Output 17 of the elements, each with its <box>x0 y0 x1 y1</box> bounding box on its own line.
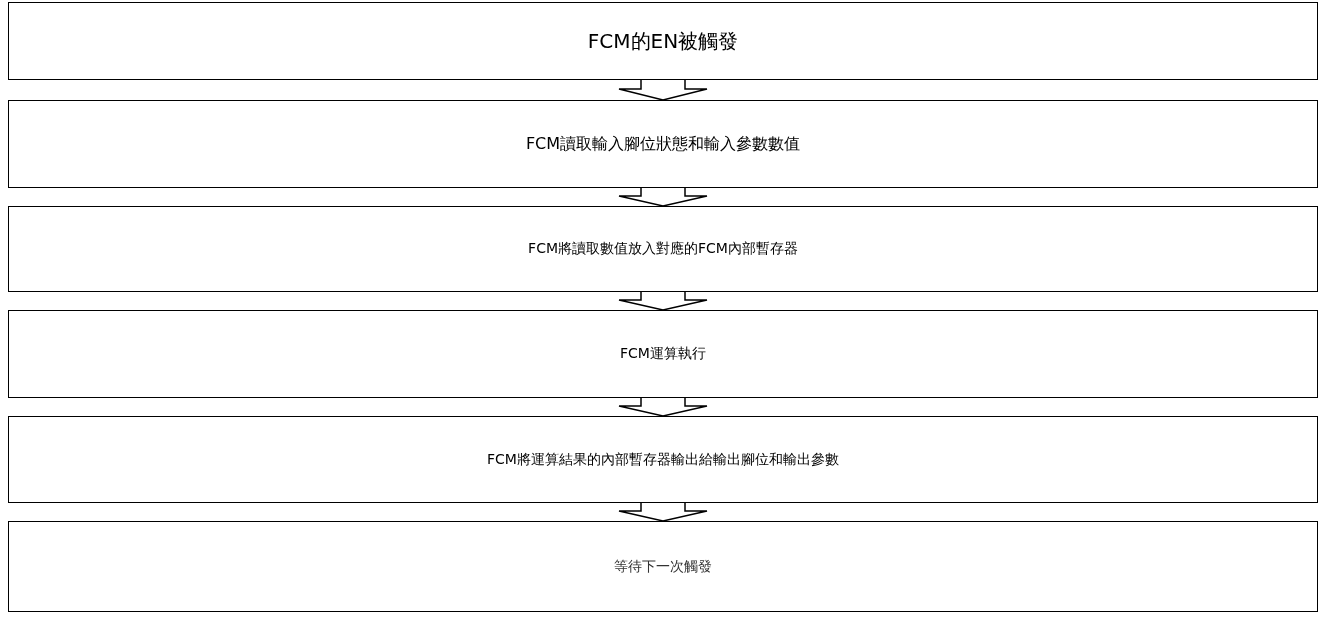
process-box <box>8 206 1318 292</box>
block-arrow <box>618 79 708 101</box>
step-text: FCM將讀取數值放入對應的FCM內部暫存器 <box>528 240 798 258</box>
step-text: FCM運算執行 <box>620 345 706 363</box>
block-arrow <box>618 502 708 522</box>
block-arrow <box>618 187 708 207</box>
block-arrow <box>618 397 708 417</box>
process-box <box>8 416 1318 503</box>
process-box <box>8 2 1318 80</box>
process-box <box>8 521 1318 612</box>
process-box <box>8 100 1318 188</box>
step-text: FCM讀取輸入腳位狀態和輸入參數數值 <box>525 133 801 155</box>
step-text: 等待下一次觸發 <box>614 557 712 576</box>
block-arrow <box>618 291 708 311</box>
step-text: FCM將運算結果的內部暫存器輸出給輸出腳位和輸出參數 <box>487 450 839 469</box>
step-text: FCM的EN被觸發 <box>587 27 739 55</box>
process-box <box>8 310 1318 398</box>
